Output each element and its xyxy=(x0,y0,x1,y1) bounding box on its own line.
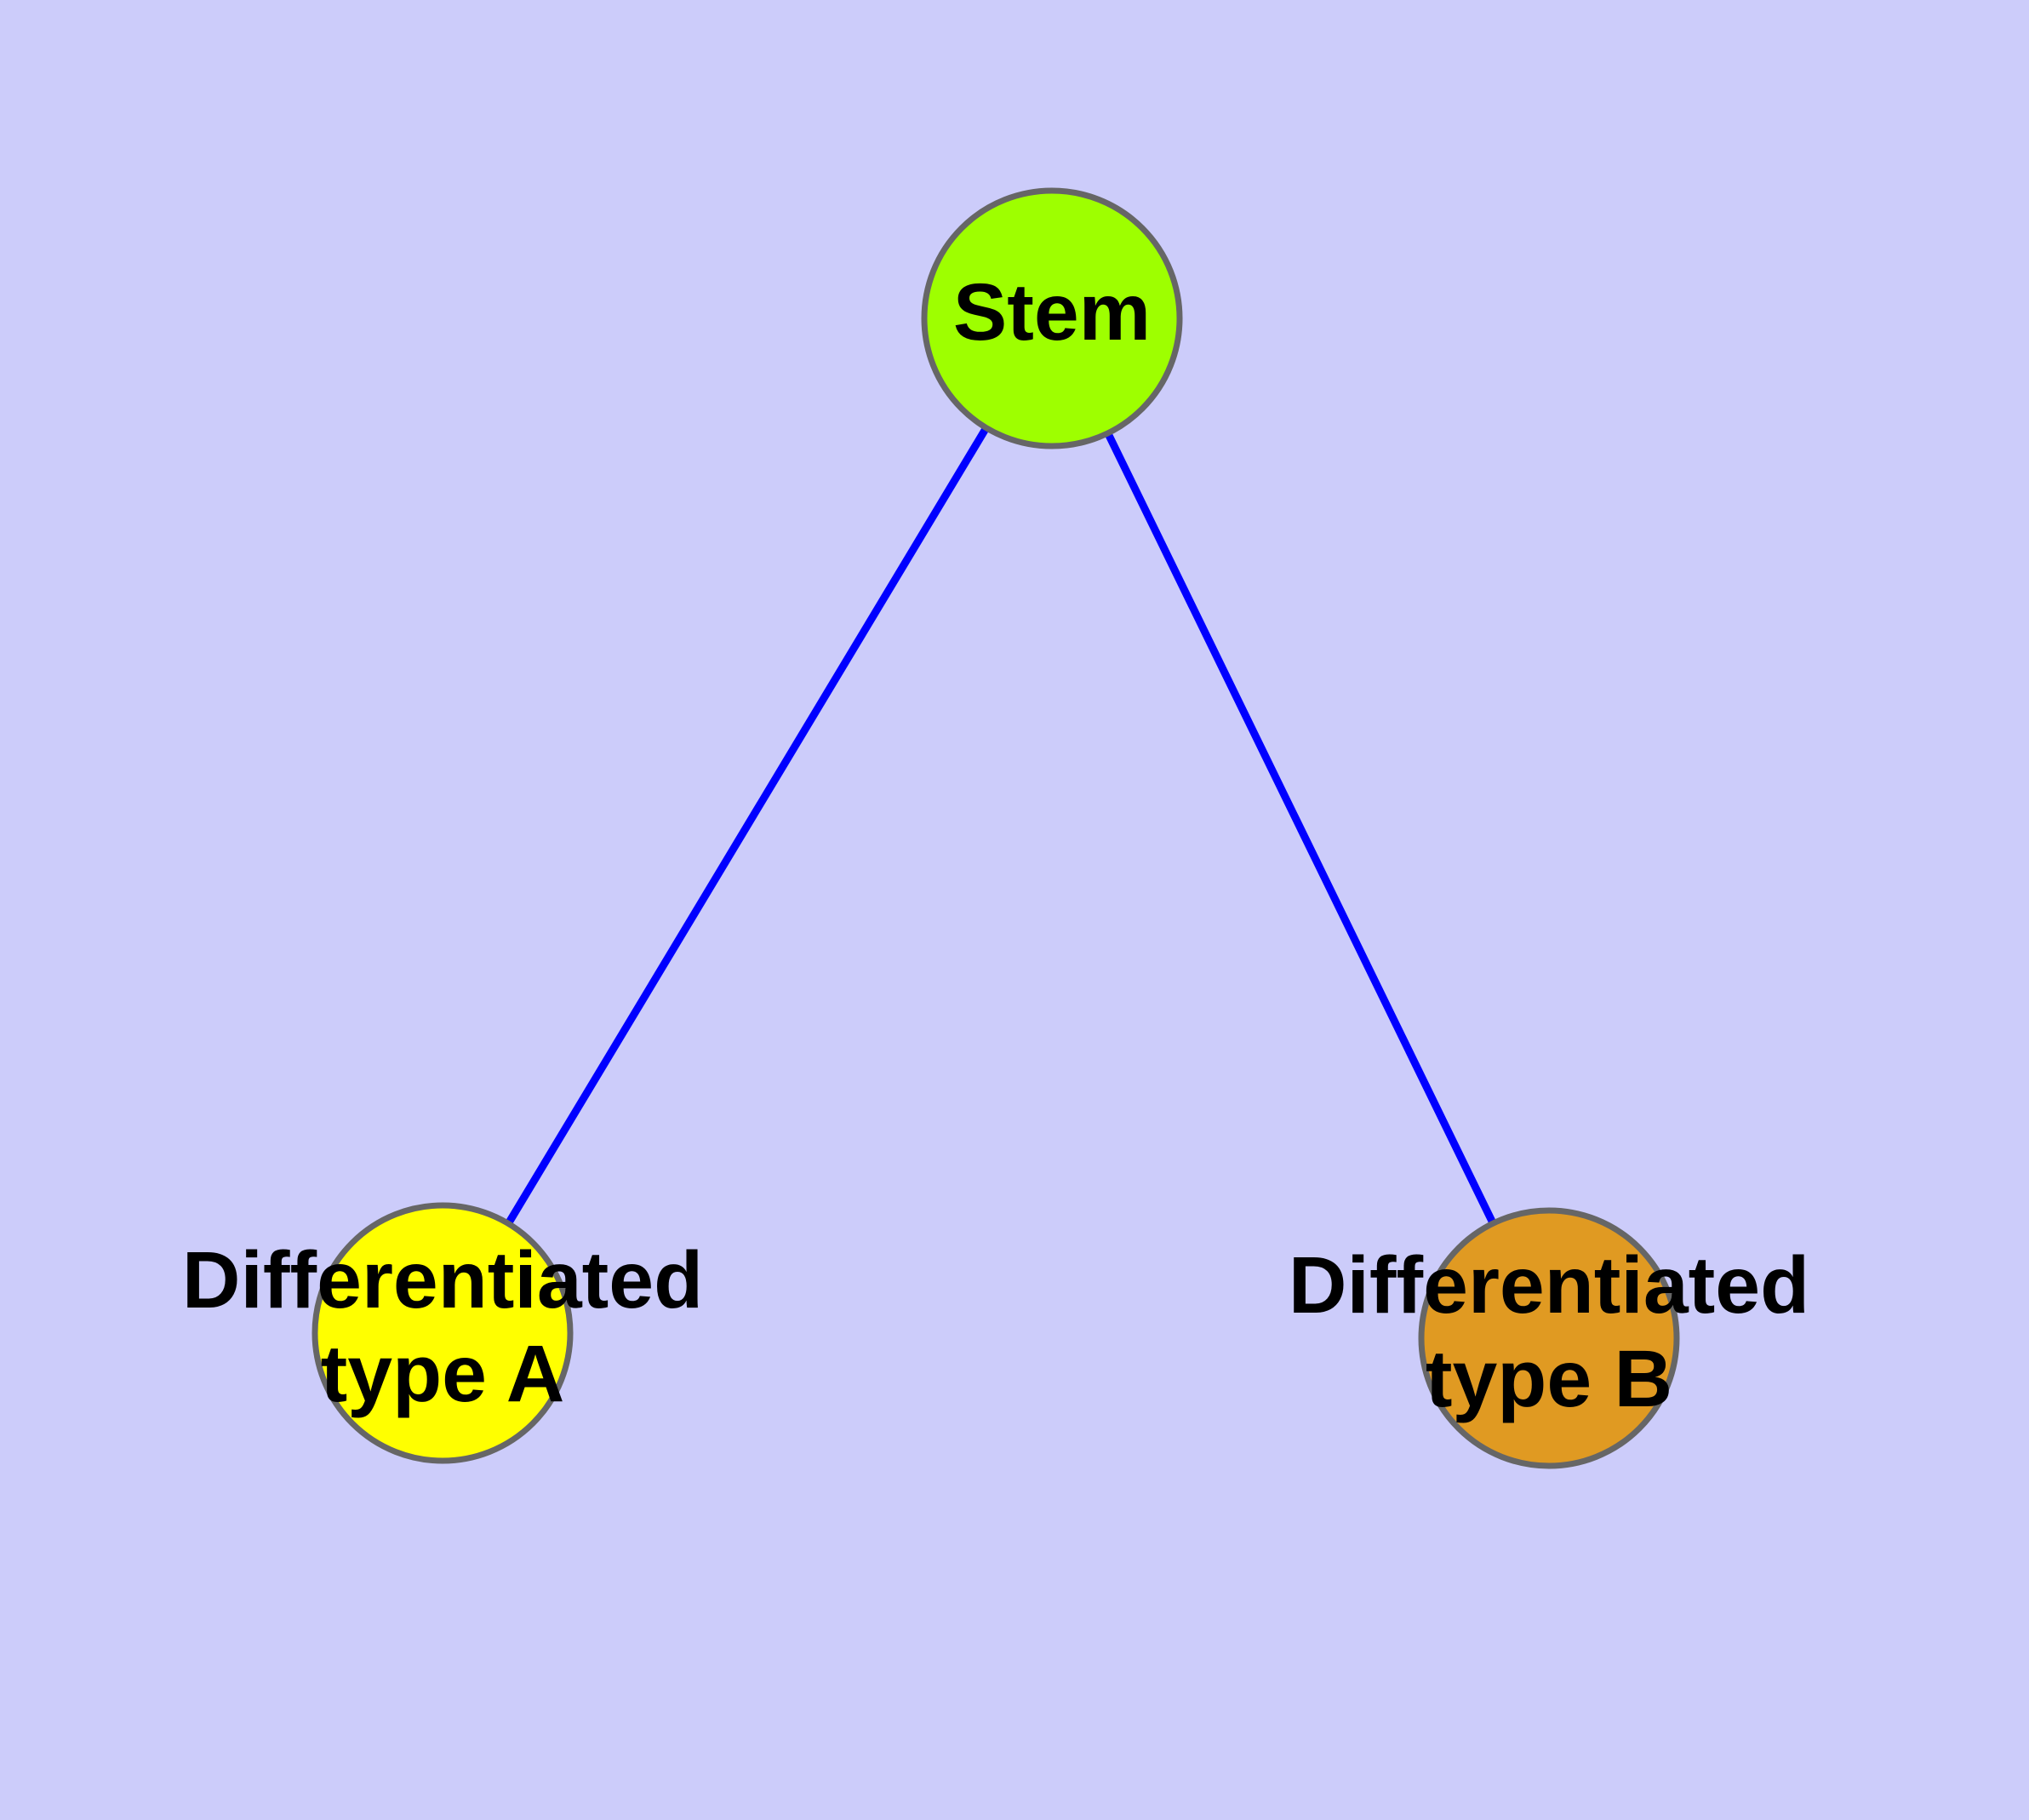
edges-layer xyxy=(504,424,1498,1228)
node-label-diff_b-line-1: Differentiated xyxy=(1289,1240,1809,1331)
node-circle-stem[interactable] xyxy=(921,187,1183,449)
edge-stem-diff-a[interactable] xyxy=(504,424,991,1228)
node-circle-diff_b[interactable] xyxy=(1418,1207,1680,1469)
node-circle-diff_a[interactable] xyxy=(311,1202,574,1464)
node-label-diff_a-line-2: type A xyxy=(321,1329,565,1419)
node-stem[interactable]: Stem xyxy=(921,187,1183,449)
node-label-stem-line-1: Stem xyxy=(953,267,1151,358)
edge-stem-diff-b[interactable] xyxy=(1103,430,1498,1227)
node-label-diff_a-line-1: Differentiated xyxy=(182,1235,703,1325)
node-label-diff_b-line-2: type B xyxy=(1426,1334,1672,1424)
